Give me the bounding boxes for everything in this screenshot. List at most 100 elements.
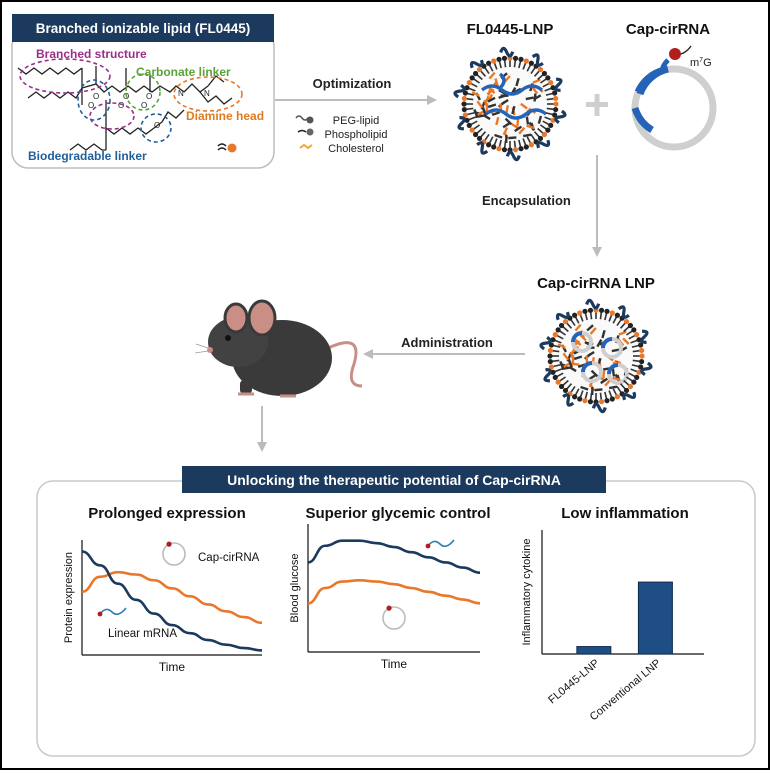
lnp-lipid [601,329,606,339]
y-axis-label: Blood glucose [289,553,301,622]
lnp-lipid [481,107,487,116]
lnp-head [512,55,519,61]
lnp-lipid [525,96,534,101]
lnp-lipid [562,352,570,361]
lnp-lipid [514,125,523,133]
lnp-head [558,322,565,329]
mouse-eye [225,335,231,341]
peg-chain [617,305,630,319]
lnp-lipid [505,105,510,114]
lnp-head [614,312,620,318]
svg-text:N: N [204,89,210,98]
lnp-head [462,90,468,96]
lnp-mrna-strand [498,72,506,90]
lnp-head [476,135,483,142]
lnp-head [523,144,529,150]
lnp-head [582,398,588,404]
lnp-head [528,60,534,66]
y-axis-label: Protein expression [63,552,75,643]
cap-cirrna-illustration: Cap-cirRNA m7G [626,21,717,151]
fl0445-lnp-particle [453,46,567,162]
branched-structure-highlight [19,58,111,94]
cap-label: m7G [690,57,712,69]
peg-chain [499,46,515,58]
lnp-head [518,56,524,62]
lipid-icon [217,143,237,153]
lnp-lipid [537,115,543,124]
x-axis-label: Time [381,657,408,671]
peg-chain [554,109,567,124]
lnp-lipid [488,71,496,80]
peg-chain [453,84,466,99]
lnp-head [552,332,558,338]
lnp-head [523,58,529,64]
lnp-lipid [482,113,491,121]
lnp-head [548,364,554,370]
lnp-lipid [487,96,496,103]
lnp-head [555,379,561,385]
x-axis-label: Time [159,660,186,674]
lnp-head [582,308,588,314]
lnp-head [598,307,605,313]
lnp-head [604,308,610,314]
svg-text:O: O [93,92,99,101]
banner-bar [182,466,606,493]
lnp-head [496,56,502,62]
lnp-lipid [471,91,480,97]
lnp-head [631,379,637,385]
lnp-lipid [532,78,541,84]
lnp-lipid [510,122,519,130]
lnp-head [541,131,548,138]
lnp-lipid [612,376,621,382]
lnp-head [501,55,508,61]
lnp-lipid [498,94,507,99]
lnp-head [553,101,559,107]
lnp-head [466,80,472,86]
lnp-head [598,399,605,405]
lnp-head [555,327,561,333]
lnp-mrna-strand [484,108,548,120]
lnp-head [461,106,467,113]
lnp-lipid [515,77,520,87]
svg-text:O: O [154,121,160,130]
biodegradable-linker-highlight-2 [140,113,172,143]
carbonate-linker-label: Carbonate linker [136,65,231,79]
lnp-head [541,70,548,77]
lnp-head [518,146,524,152]
lnp-head [639,353,645,359]
lnp-head [469,127,475,133]
peg-chain [505,150,521,162]
lnp-lipid [594,388,603,392]
peg-chain [640,361,653,376]
lnp-lipid [487,103,497,109]
mouse-tail [323,341,363,388]
lnp-head [486,60,492,66]
lnp-head [476,66,483,73]
peg-chain [531,53,544,67]
lnp-lipid [476,110,485,117]
lnp-lipid [473,108,479,118]
peg-chain [622,391,637,401]
lnp-head [577,396,583,402]
lnp-lipid [483,99,489,108]
lnp-lipid [522,133,532,138]
lnp-head [572,312,578,318]
cap-cirrna-lnp-particle [539,298,653,414]
lnp-head [627,383,634,390]
lnp-lipid [596,339,603,348]
lnp-head [634,374,640,380]
lnp-core [550,310,642,402]
y-axis-label: Inflammatory cytokine [521,539,533,646]
cirrna-segment [607,363,619,375]
lipid-title-bar [12,14,274,42]
lnp-head [553,95,559,102]
lnp-mrna-strand [480,84,544,96]
linear-mrna-icon-cap [97,611,103,617]
mouse-ear-left [223,302,249,334]
lnp-lipid [618,330,627,336]
lnp-head [614,394,620,400]
lnp-head [548,80,554,86]
biodegradable-linker-label: Biodegradable linker [28,149,147,163]
cirrna-segment [571,331,583,343]
